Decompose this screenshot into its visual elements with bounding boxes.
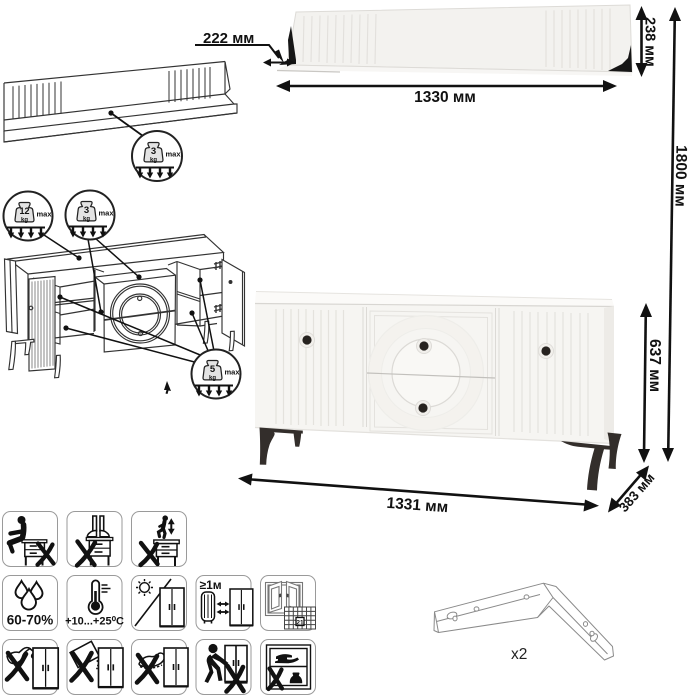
svg-text:3: 3 (84, 205, 89, 216)
svg-text:222 мм: 222 мм (203, 30, 254, 47)
svg-text:60-70%: 60-70% (7, 613, 54, 628)
svg-text:kg: kg (150, 158, 157, 164)
svg-text:+10...+25⁰С: +10...+25⁰С (65, 616, 124, 628)
svg-text:max: max (99, 209, 115, 218)
svg-text:383 мм: 383 мм (616, 470, 658, 515)
svg-text:≥1м: ≥1м (200, 578, 222, 592)
svg-text:1330 мм: 1330 мм (414, 89, 476, 106)
svg-text:kg: kg (21, 218, 28, 224)
svg-text:238 мм: 238 мм (642, 17, 658, 67)
svg-text:max: max (37, 210, 53, 219)
svg-text:3: 3 (151, 146, 156, 157)
svg-text:1331 мм: 1331 мм (386, 495, 449, 516)
svg-text:1800 мм: 1800 мм (671, 145, 689, 207)
svg-text:21: 21 (296, 619, 304, 626)
svg-text:kg: kg (209, 376, 216, 382)
svg-text:x2: x2 (511, 646, 527, 663)
svg-text:max: max (166, 150, 182, 159)
svg-text:max: max (225, 368, 241, 377)
svg-text:637 мм: 637 мм (646, 339, 663, 392)
svg-text:5: 5 (210, 364, 216, 375)
svg-text:12: 12 (19, 206, 29, 216)
svg-text:kg: kg (83, 217, 90, 223)
